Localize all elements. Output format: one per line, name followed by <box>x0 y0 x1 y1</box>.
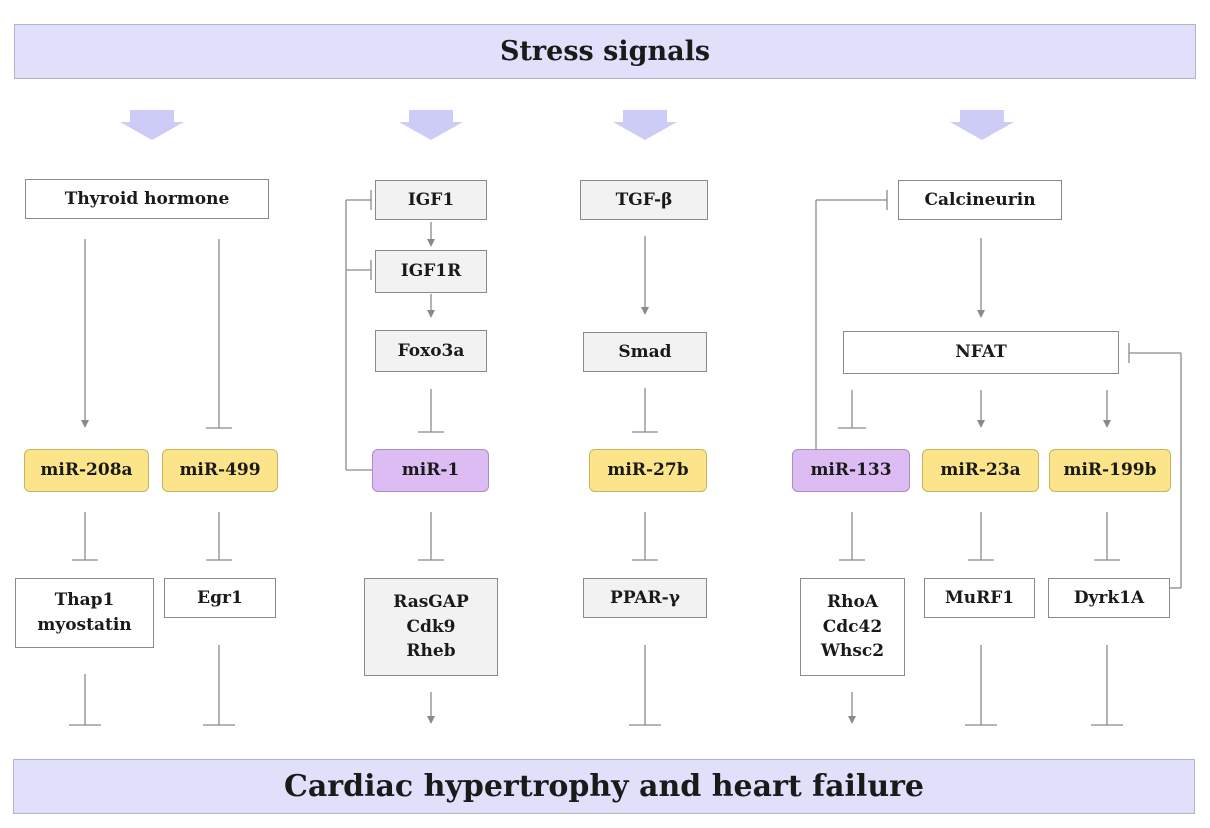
ppar-gamma-node: PPAR-γ <box>583 578 707 618</box>
smad-node: Smad <box>583 332 707 372</box>
igf1-node: IGF1 <box>375 180 487 220</box>
stimulus-arrow-col3 <box>613 110 677 140</box>
stimulus-arrow-col4 <box>950 110 1014 140</box>
mir-199b-node: miR-199b <box>1049 449 1171 492</box>
thyroid-to-mir208a-arrow-head <box>81 420 89 428</box>
igf1r-node: IGF1R <box>375 250 487 293</box>
cardiac-hypertrophy-banner: Cardiac hypertrophy and heart failure <box>13 759 1195 814</box>
igf1-to-igf1r-arrow-head <box>427 239 435 247</box>
mir-208a-node: miR-208a <box>24 449 149 492</box>
dyrk1a-node: Dyrk1A <box>1048 578 1170 618</box>
rasgap-cdk9-rheb-node: RasGAP Cdk9 Rheb <box>364 578 498 676</box>
rhoa-to-outcome-arrow-head <box>848 716 856 724</box>
rhoa-cdc42-whsc2-node: RhoA Cdc42 Whsc2 <box>800 578 905 676</box>
thyroid-hormone-node: Thyroid hormone <box>25 179 269 219</box>
stimulus-arrow-col2 <box>399 110 463 140</box>
igf1r-to-foxo3a-arrow-head <box>427 310 435 318</box>
foxo3a-node: Foxo3a <box>375 330 487 372</box>
calcineurin-node: Calcineurin <box>898 180 1062 220</box>
mir-1-node: miR-1 <box>372 449 489 492</box>
murf1-node: MuRF1 <box>924 578 1035 618</box>
calcineurin-to-nfat-arrow-head <box>977 310 985 318</box>
mir-499-node: miR-499 <box>162 449 278 492</box>
stimulus-arrow-col1 <box>120 110 184 140</box>
egr1-node: Egr1 <box>164 578 276 618</box>
nfat-node: NFAT <box>843 331 1119 374</box>
mir-23a-node: miR-23a <box>922 449 1039 492</box>
tgf-beta-node: TGF-β <box>580 180 708 220</box>
nfat-to-mir199b-arrow-head <box>1103 420 1111 428</box>
nfat-to-mir23a-arrow-head <box>977 420 985 428</box>
tgf-to-smad-arrow-head <box>641 307 649 315</box>
rasgap-to-outcome-arrow-head <box>427 716 435 724</box>
mir-133-node: miR-133 <box>792 449 910 492</box>
stress-signals-banner: Stress signals <box>14 24 1196 79</box>
thap1-myostatin-node: Thap1 myostatin <box>15 578 154 648</box>
mir-27b-node: miR-27b <box>589 449 707 492</box>
